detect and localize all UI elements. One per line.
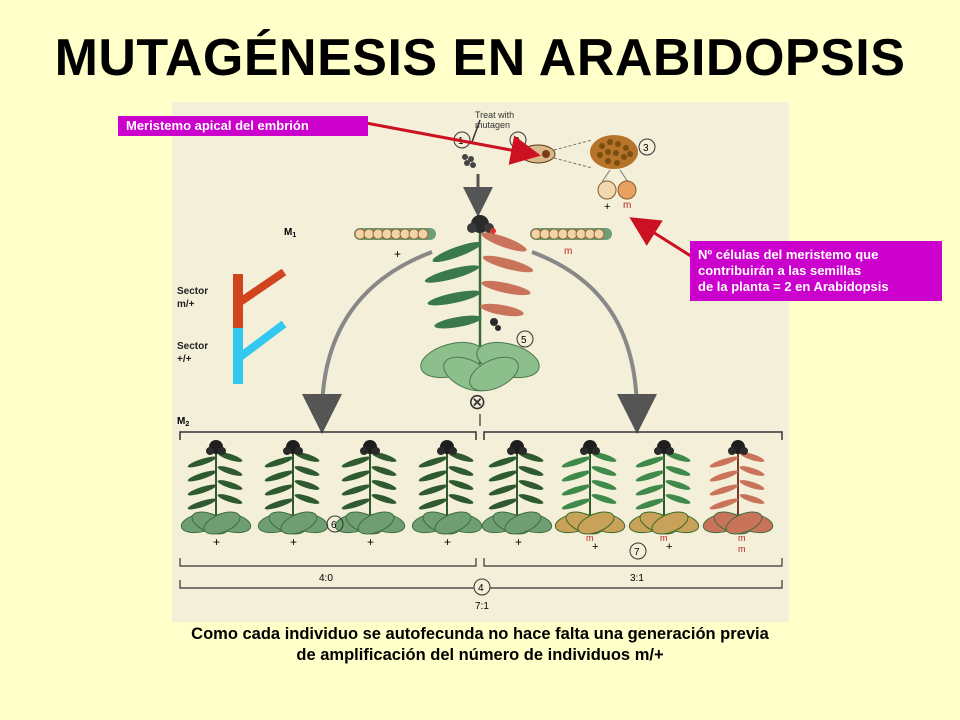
m2-plant	[702, 440, 774, 535]
callout-cell-count-line-3: de la planta = 2 en Arabidopsis	[698, 279, 889, 294]
ratio-bracket-left	[179, 558, 477, 567]
m2-plants	[180, 440, 774, 535]
germ-cell-plus	[597, 180, 617, 200]
m1-plant	[420, 215, 540, 392]
row-left-genotype: +	[394, 247, 401, 261]
ratio-left: 4:0	[319, 573, 333, 584]
ratio-right: 3:1	[630, 573, 644, 584]
arrow-to-germ-cells	[629, 217, 695, 260]
m2-genotype-1: +	[213, 535, 220, 549]
step-6-marker: 6	[326, 515, 344, 533]
arrow-right-to-m2	[531, 250, 657, 434]
sector-wt-label-2: +/+	[177, 354, 192, 365]
cell-row-right	[530, 228, 612, 240]
step-7-number: 7	[634, 547, 640, 558]
m2-genotype-2: +	[290, 535, 297, 549]
arrow-to-meristem	[365, 121, 541, 165]
row-right-genotype: m	[564, 246, 572, 257]
step-7-marker: 7	[629, 542, 647, 560]
caption: Como cada individuo se autofecunda no ha…	[0, 624, 960, 666]
m2-genotype-8a: m	[738, 533, 746, 543]
cell-row-left	[354, 228, 436, 240]
sector-mut-label-1: Sector	[177, 286, 208, 297]
selfing-symbol: ⊗	[468, 389, 486, 414]
m2-plant	[481, 440, 553, 535]
callout-meristem: Meristemo apical del embrión	[118, 116, 368, 136]
ratio-bracket-right	[483, 558, 783, 567]
treat-label-2: mutagen	[475, 120, 510, 130]
m2-genotype-6a: m	[586, 533, 594, 543]
m2-letter: M	[177, 416, 185, 427]
m1-letter: M	[284, 227, 292, 238]
m2-plant	[628, 440, 700, 535]
step-4-marker: 4	[473, 578, 491, 596]
bracket-right-group	[483, 431, 783, 440]
m1-label: M1	[284, 227, 296, 239]
caption-line-1: Como cada individuo se autofecunda no ha…	[191, 625, 769, 643]
m2-genotype-4: +	[444, 535, 451, 549]
m2-label: M2	[177, 416, 189, 428]
meristem-cell-cluster	[590, 135, 638, 169]
sector-wt-label-1: Sector	[177, 341, 208, 352]
germ-genotype-m: m	[623, 200, 631, 211]
seed-sample	[462, 119, 481, 168]
callout-cell-count-line-1: Nº células del meristemo que	[698, 247, 879, 262]
caption-line-2: de amplificación del número de individuo…	[296, 646, 664, 664]
m2-plant	[554, 440, 626, 535]
mutagenesis-diagram: Treat with mutagen 1 2	[177, 110, 783, 612]
m2-sub: 2	[185, 421, 189, 428]
step-4-number: 4	[478, 583, 484, 594]
germ-genotype-plus: +	[604, 201, 610, 213]
bracket-left-group	[179, 431, 477, 440]
germ-cell-mutant	[617, 180, 637, 200]
m2-genotype-7b: +	[666, 541, 672, 553]
step-6-number: 6	[331, 520, 337, 531]
m2-plant	[411, 440, 483, 535]
callout-cell-count-line-2: contribuirán a las semillas	[698, 263, 862, 278]
treat-label-1: Treat with	[475, 110, 514, 120]
figure-panel: Treat with mutagen 1 2	[172, 102, 789, 622]
step-5-marker: 5	[516, 330, 534, 348]
step-3-number: 3	[643, 143, 649, 154]
arrow-left-to-m2	[302, 250, 433, 434]
embryo-meristem	[542, 150, 550, 158]
slide-title: MUTAGÉNESIS EN ARABIDOPSIS	[54, 29, 906, 87]
step-5-number: 5	[521, 335, 527, 346]
callout-cell-count: Nº células del meristemo que contribuirá…	[690, 241, 942, 301]
m2-genotype-5: +	[515, 535, 522, 549]
sector-mut-label-2: m/+	[177, 299, 195, 310]
step-3-marker: 3	[638, 138, 656, 156]
m2-genotype-7a: m	[660, 533, 668, 543]
m2-plant	[257, 440, 329, 535]
m2-plant	[334, 440, 406, 535]
m2-genotype-6b: +	[592, 541, 598, 553]
m2-genotype-3: +	[367, 535, 374, 549]
m1-sub: 1	[292, 232, 296, 239]
sector-diagram	[233, 268, 287, 384]
m2-genotype-8b: m	[738, 544, 746, 554]
m2-plant	[180, 440, 252, 535]
ratio-total: 7:1	[475, 601, 489, 612]
